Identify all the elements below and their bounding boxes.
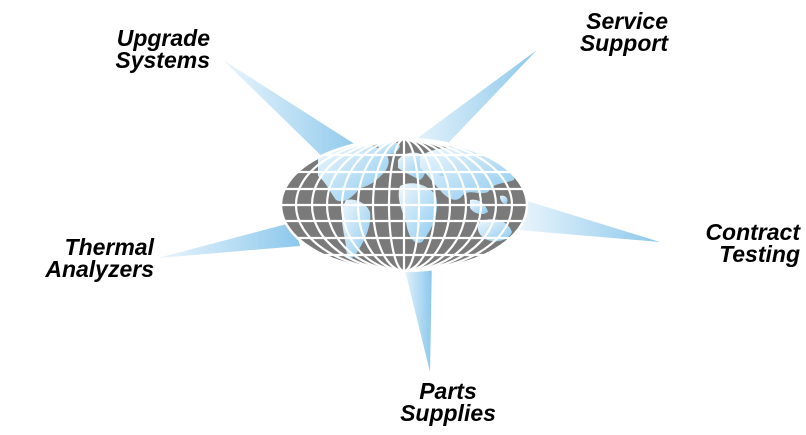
label-upgrade-systems: Upgrade Systems — [76, 25, 210, 73]
label-contract-line1: Contract — [705, 219, 800, 245]
label-upgrade-line1: Upgrade — [116, 25, 210, 51]
rays — [158, 50, 660, 372]
label-service-support: Service Support — [532, 8, 668, 56]
label-service-line1: Service — [586, 8, 668, 34]
ray-parts — [402, 258, 432, 372]
ray-thermal — [158, 222, 300, 258]
label-contract-testing: Contract Testing — [660, 219, 800, 267]
label-parts-supplies: Parts Supplies — [378, 378, 518, 426]
label-thermal-line1: Thermal — [64, 234, 154, 260]
label-parts-line1: Parts — [419, 378, 477, 404]
label-thermal-line2: Analyzers — [45, 256, 154, 282]
ray-contract — [518, 200, 660, 242]
label-parts-line2: Supplies — [400, 400, 496, 426]
globe-map-icon — [279, 137, 529, 273]
ray-service — [408, 50, 537, 160]
label-service-line2: Support — [579, 30, 668, 56]
label-contract-line2: Testing — [719, 241, 800, 267]
label-thermal-analyzers: Thermal Analyzers — [4, 234, 154, 282]
ray-upgrade — [223, 60, 364, 170]
label-upgrade-line2: Systems — [115, 47, 210, 73]
